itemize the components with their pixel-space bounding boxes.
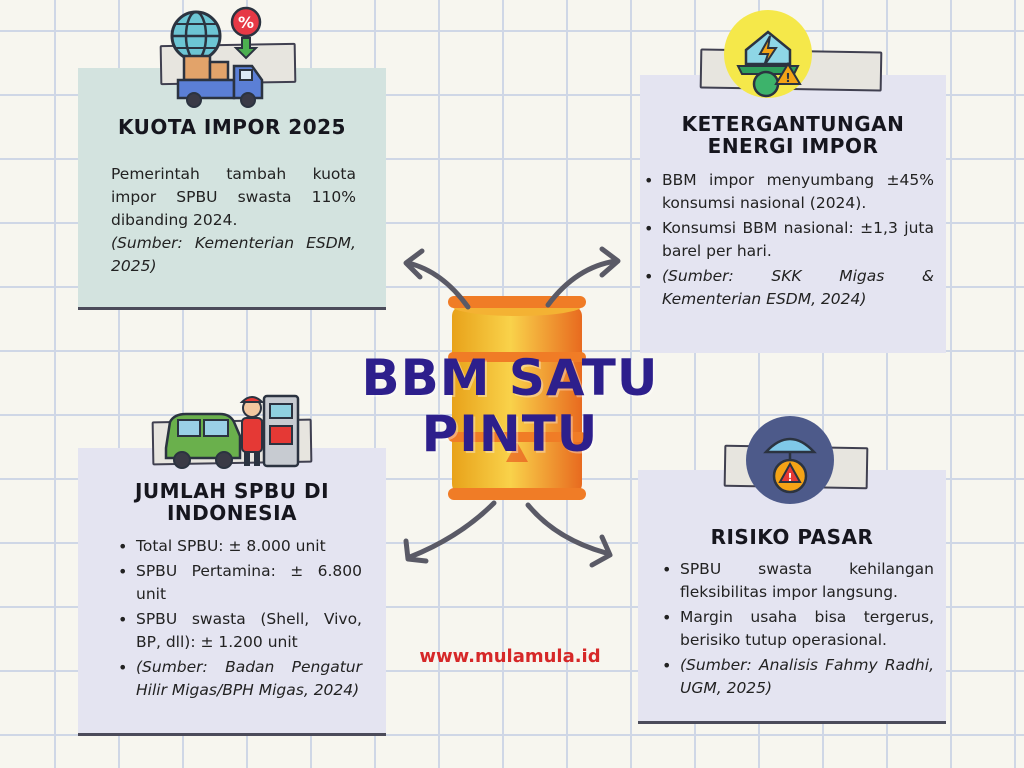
- card-title-line2: INDONESIA: [166, 501, 297, 525]
- list-item: BBM impor menyumbang ±45% konsumsi nasio…: [644, 169, 934, 215]
- card-title: RISIKO PASAR: [710, 525, 874, 549]
- card-title: KUOTA IMPOR 2025: [118, 115, 346, 139]
- card-title: KETERGANTUNGAN ENERGI IMPOR: [640, 113, 946, 157]
- oil-barrel-icon: [448, 296, 586, 500]
- list-item: SPBU Pertamina: ± 6.800 unit: [118, 560, 362, 606]
- list-item: SPBU swasta kehilangan fleksibilitas imp…: [662, 558, 934, 604]
- card-text: Pemerintah tambah kuota impor SPBU swast…: [111, 163, 356, 278]
- kuota-source: (Sumber: Kementerian ESDM, 2025): [111, 234, 356, 275]
- card-list: SPBU swasta kehilangan fleksibilitas imp…: [658, 558, 934, 702]
- arrow-bottom-right: [525, 502, 609, 556]
- svg-text:%: %: [238, 13, 254, 32]
- globe-truck-discount-icon: %: [170, 6, 264, 108]
- card-list: BBM impor menyumbang ±45% konsumsi nasio…: [640, 169, 934, 313]
- website-url: www.mulamula.id: [419, 646, 601, 667]
- arrow-top-left: [405, 260, 471, 310]
- list-item: Margin usaha bisa tergerus, berisiko tut…: [662, 606, 934, 652]
- energy-warning-icon: !: [724, 10, 812, 98]
- arrows-overlay: [403, 246, 621, 568]
- list-item: Konsumsi BBM nasional: ±1,3 juta barel p…: [644, 217, 934, 263]
- umbrella-risk-icon: !: [746, 416, 834, 504]
- card-title-line1: KETERGANTUNGAN: [681, 112, 905, 136]
- arrow-top-right: [545, 258, 619, 308]
- list-item-source: (Sumber: Badan Pengatur Hilir Migas/BPH …: [118, 656, 362, 702]
- svg-text:!: !: [787, 471, 792, 484]
- card-ketergantungan: KETERGANTUNGAN ENERGI IMPOR BBM impor me…: [640, 75, 946, 353]
- card-jumlah-spbu: JUMLAH SPBU DI INDONESIA Total SPBU: ± 8…: [78, 448, 386, 736]
- main-title-line1: BBM SATU: [361, 349, 659, 407]
- card-title-line2: ENERGI IMPOR: [707, 134, 879, 158]
- kuota-text: Pemerintah tambah kuota impor SPBU swast…: [111, 165, 356, 229]
- svg-text:!: !: [785, 71, 790, 85]
- card-risiko-pasar: RISIKO PASAR SPBU swasta kehilangan flek…: [638, 470, 946, 724]
- list-item-source: (Sumber: Analisis Fahmy Radhi, UGM, 2025…: [662, 654, 934, 700]
- main-title: BBM SATU PINTU: [330, 350, 690, 462]
- list-item: SPBU swasta (Shell, Vivo, BP, dll): ± 1.…: [118, 608, 362, 654]
- list-item-source: (Sumber: SKK Migas & Kementerian ESDM, 2…: [644, 265, 934, 311]
- main-title-line2: PINTU: [421, 405, 599, 463]
- card-kuota-impor: KUOTA IMPOR 2025 Pemerintah tambah kuota…: [78, 68, 386, 310]
- card-list: Total SPBU: ± 8.000 unit SPBU Pertamina:…: [114, 535, 362, 704]
- gas-station-car-icon: [164, 394, 300, 469]
- card-title: JUMLAH SPBU DI INDONESIA: [78, 480, 386, 524]
- arrow-bottom-left: [407, 500, 497, 560]
- card-title-line1: JUMLAH SPBU DI: [134, 479, 330, 503]
- list-item: Total SPBU: ± 8.000 unit: [118, 535, 362, 558]
